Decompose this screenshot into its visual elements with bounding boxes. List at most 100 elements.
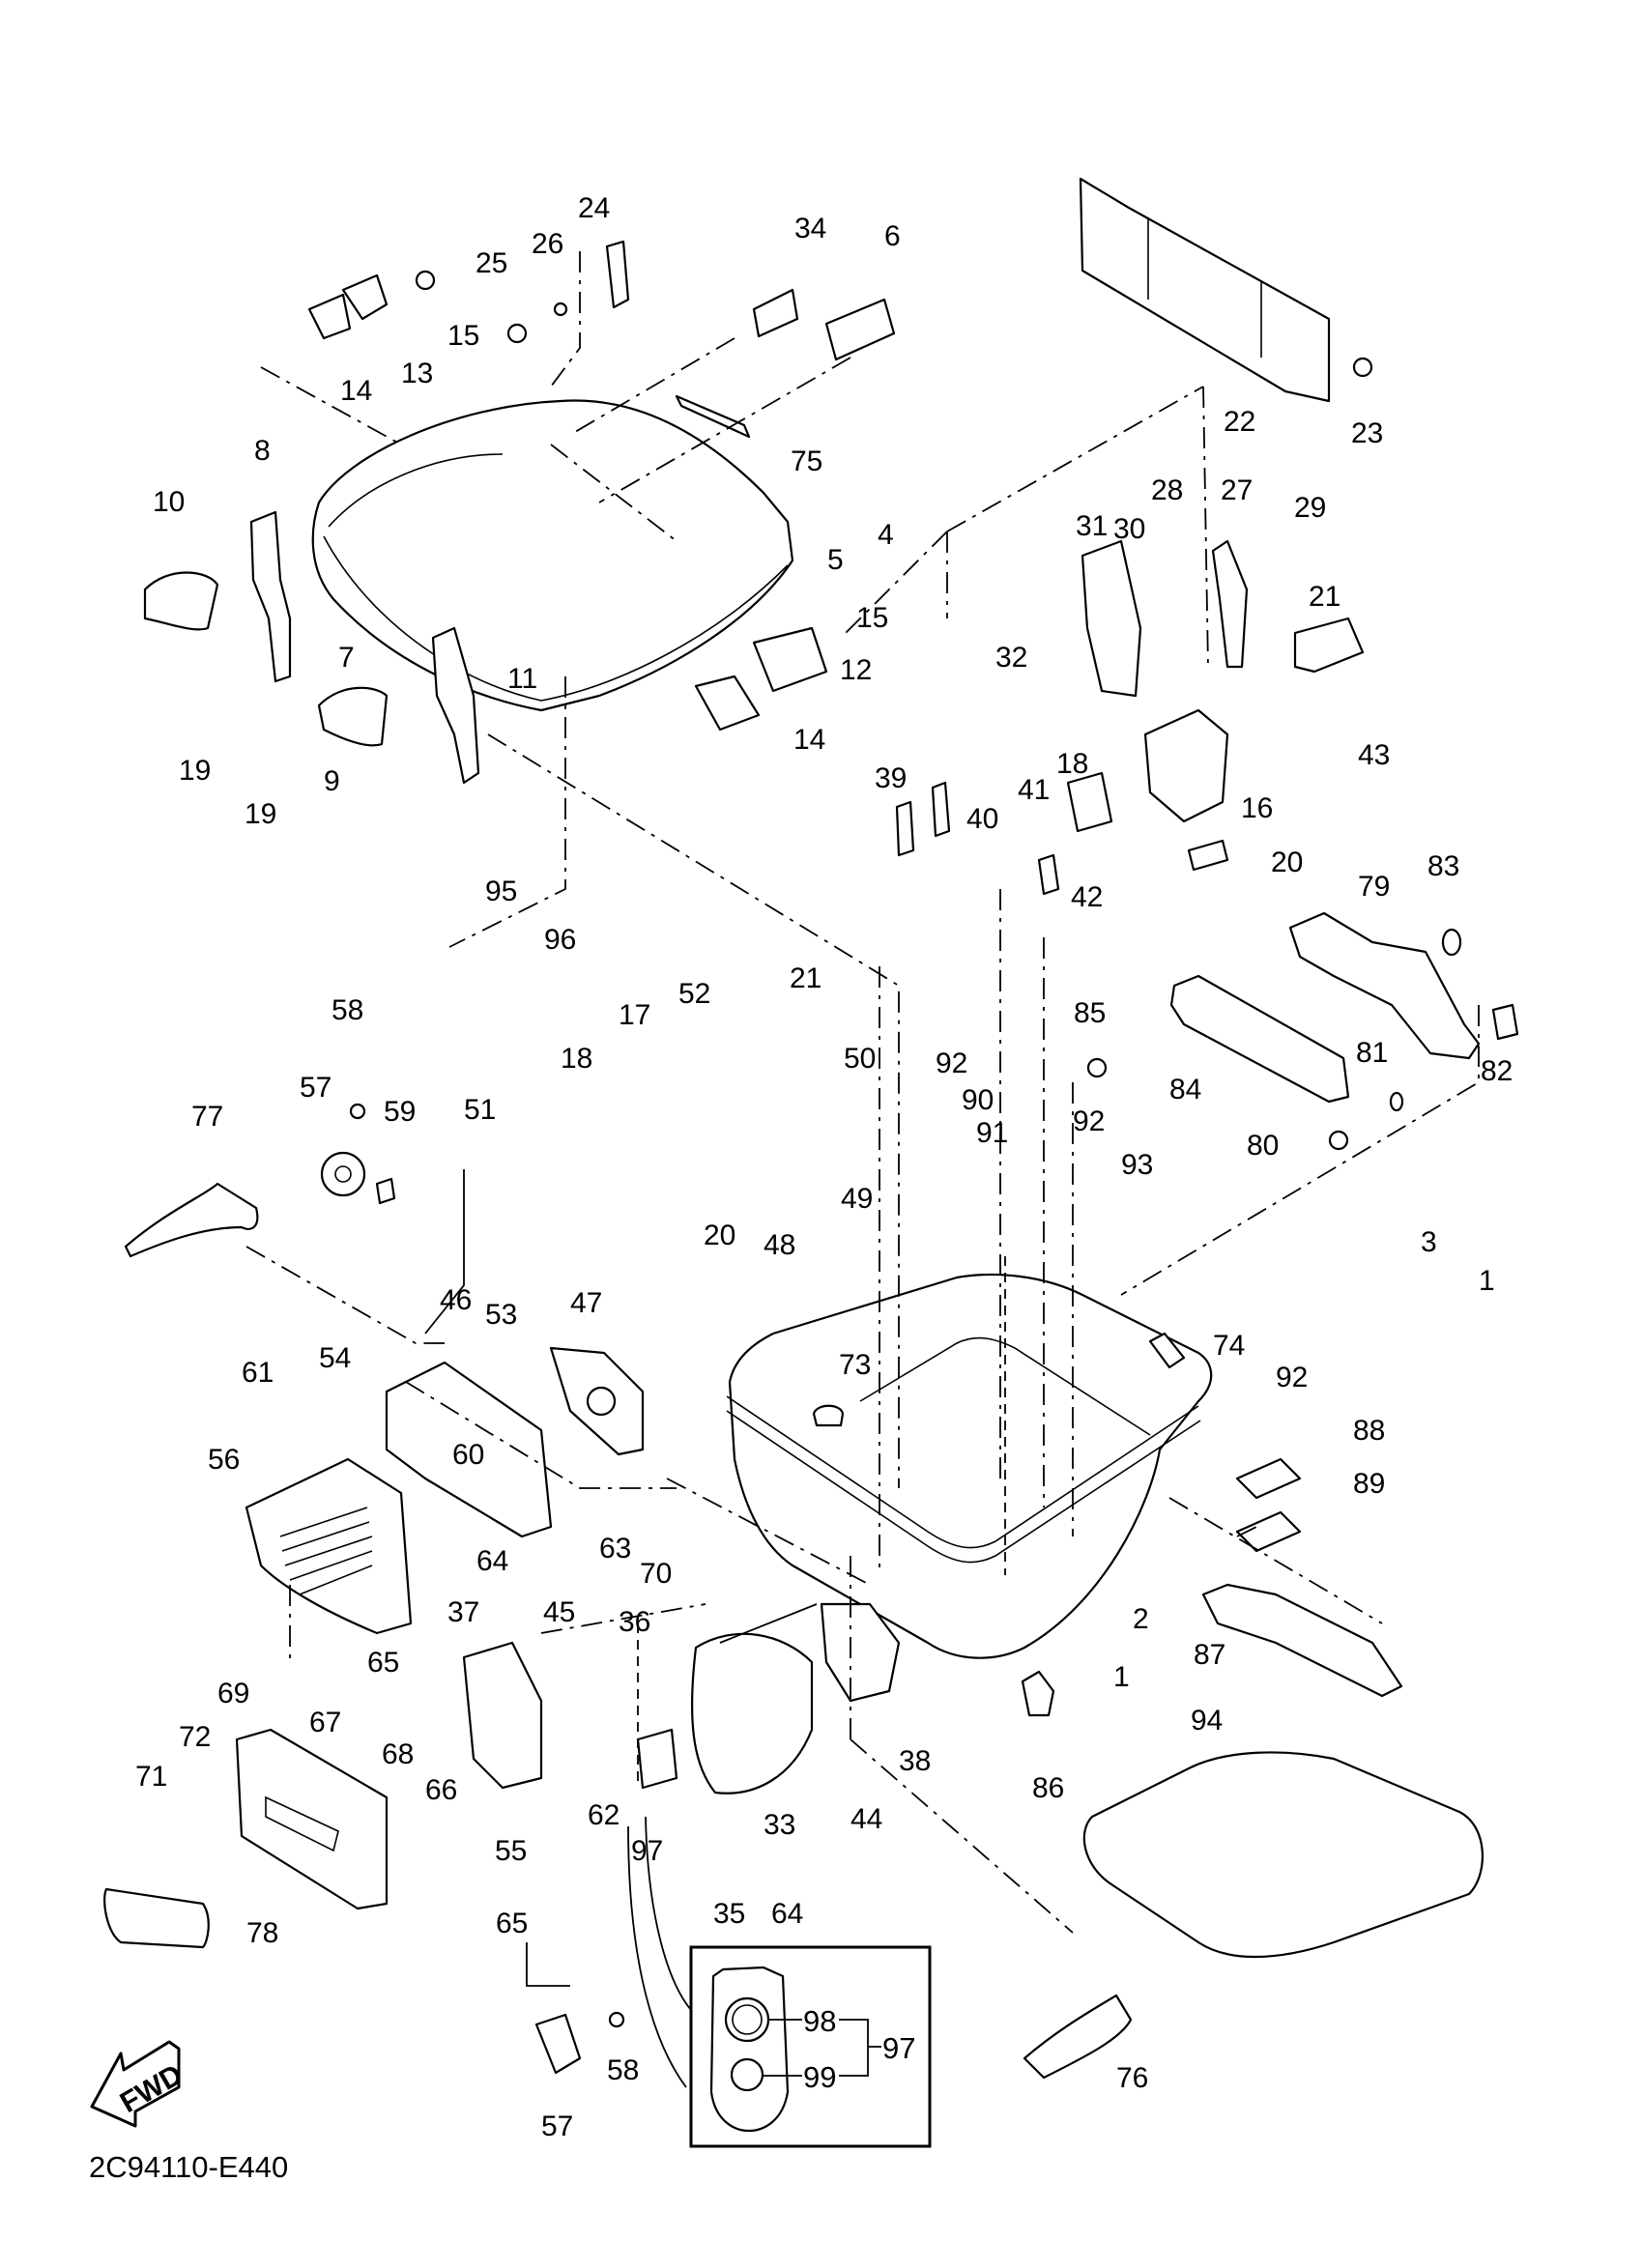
callout-94: 94 (1191, 1705, 1223, 1737)
callout-55: 55 (495, 1835, 527, 1867)
callout-44: 44 (850, 1803, 882, 1835)
latch-cover-31 (1081, 539, 1142, 698)
gasket-14-top (307, 293, 352, 340)
callout-15b: 15 (856, 602, 888, 634)
callout-29: 29 (1294, 492, 1326, 524)
callout-78: 78 (246, 1917, 278, 1949)
washer-83 (1441, 928, 1462, 957)
callout-18b: 18 (561, 1043, 592, 1075)
callout-90: 90 (962, 1084, 994, 1116)
speaker-box-33 (691, 1632, 814, 1794)
case-body (726, 1273, 1484, 1959)
cover-plate-21 (1293, 617, 1365, 674)
speaker-grille-56 (245, 1457, 413, 1635)
callout-67: 67 (309, 1707, 341, 1738)
reference-code: 2C94110-E440 (89, 2150, 288, 2184)
callout-5: 5 (827, 544, 844, 576)
speaker-cone (334, 1165, 352, 1183)
callout-61: 61 (242, 1357, 274, 1389)
forward-arrow-icon: FWD (90, 2040, 188, 2128)
grille-slots (279, 1507, 373, 1595)
handle-arm-84 (1169, 974, 1350, 1104)
washer-20-right (1187, 839, 1229, 872)
callout-79: 79 (1358, 871, 1390, 903)
screw-25 (506, 323, 528, 344)
callout-53: 53 (485, 1299, 517, 1331)
callout-95: 95 (485, 876, 517, 907)
callout-34: 34 (794, 213, 826, 244)
alignment-lines (245, 251, 1480, 2088)
callout-54: 54 (319, 1342, 351, 1374)
callout-77: 77 (191, 1101, 223, 1133)
callout-64: 64 (476, 1545, 508, 1577)
washer-81 (1389, 1091, 1404, 1112)
clip-82 (1491, 1003, 1519, 1041)
callout-52: 52 (678, 978, 710, 1010)
callout-30: 30 (1113, 513, 1145, 545)
callout-72: 72 (179, 1721, 211, 1753)
plate-40 (931, 781, 951, 838)
callout-37: 37 (447, 1596, 479, 1628)
callout-84: 84 (1169, 1074, 1201, 1105)
nut-58 (349, 1103, 366, 1120)
mount-panel-46 (385, 1361, 553, 1538)
panel-69-slot (265, 1795, 339, 1852)
callout-31: 31 (1076, 510, 1108, 542)
plate-88 (1235, 1457, 1302, 1500)
callout-47: 47 (570, 1287, 602, 1319)
connector-port-98-inner (732, 2004, 763, 2035)
callout-18: 18 (1056, 748, 1088, 780)
callout-3: 3 (1421, 1226, 1437, 1258)
callout-28: 28 (1151, 474, 1183, 506)
callout-17: 17 (619, 999, 650, 1031)
callout-71: 71 (135, 1761, 167, 1793)
callout-73: 73 (839, 1349, 871, 1381)
callout-57b: 57 (541, 2110, 573, 2142)
callout-43: 43 (1358, 739, 1390, 771)
clip-86 (1021, 1670, 1055, 1717)
case-rim-upper (726, 1395, 1199, 1549)
callout-41: 41 (1018, 774, 1050, 806)
inset-label-98: 98 (803, 2004, 836, 2038)
connector-97 (636, 1728, 678, 1790)
callout-46: 46 (440, 1284, 472, 1316)
lid-hinge-left-bracket (249, 510, 292, 683)
callout-89: 89 (1353, 1468, 1385, 1500)
callout-22: 22 (1224, 406, 1255, 438)
bracket-38 (820, 1602, 901, 1703)
callout-42: 42 (1071, 881, 1103, 913)
callout-24: 24 (578, 192, 610, 224)
callout-60: 60 (452, 1439, 484, 1471)
lid-inner-line (328, 453, 504, 528)
gasket-14 (694, 675, 761, 732)
badge-34 (752, 288, 799, 338)
callout-49: 49 (841, 1183, 873, 1215)
callout-labels: 24 34 6 25 26 15 14 13 22 23 75 8 10 28 … (135, 192, 1513, 2142)
callout-58: 58 (331, 994, 363, 1026)
latch-arm-27 (1211, 539, 1249, 669)
callout-86: 86 (1032, 1772, 1064, 1804)
label-6 (824, 298, 896, 361)
callout-10: 10 (153, 486, 185, 518)
lid-shell (311, 399, 794, 712)
plate-18-right (1066, 771, 1113, 833)
callout-92b: 92 (1073, 1105, 1105, 1137)
callout-92: 92 (936, 1048, 967, 1079)
callout-85: 85 (1074, 997, 1106, 1029)
case-shell-2 (728, 1273, 1213, 1659)
speaker-hole-47 (586, 1386, 617, 1417)
bracket-24 (605, 240, 630, 309)
backrest-latch-assembly (895, 177, 1373, 896)
callout-58b: 58 (607, 2054, 639, 2086)
gasket-13 (341, 273, 389, 321)
callout-6: 6 (884, 220, 901, 252)
callout-80: 80 (1247, 1130, 1279, 1162)
plate-42 (1037, 853, 1060, 896)
callout-25: 25 (476, 247, 507, 279)
lid-seal (323, 535, 789, 702)
callout-13: 13 (401, 358, 433, 389)
callout-14: 14 (340, 375, 372, 407)
callout-14b: 14 (793, 724, 825, 756)
left-speaker-assembly (103, 1103, 1133, 2080)
callout-23: 23 (1351, 417, 1383, 449)
